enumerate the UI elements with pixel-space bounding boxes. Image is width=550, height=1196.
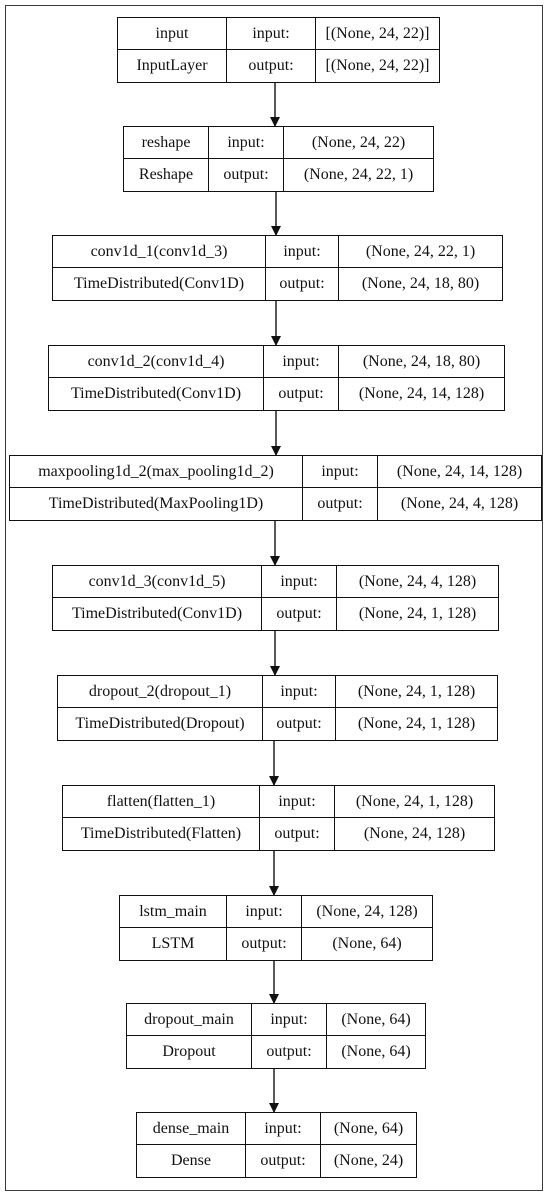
layer-name: dropout_2(dropout_1)	[58, 676, 263, 708]
output-label: output:	[252, 1036, 327, 1068]
layer-name: conv1d_2(conv1d_4)	[49, 346, 264, 378]
input-shape: (None, 24, 1, 128)	[335, 786, 494, 818]
layer-node: conv1d_1(conv1d_3)input:(None, 24, 22, 1…	[52, 235, 503, 301]
output-shape: (None, 24, 1, 128)	[358, 605, 477, 622]
input-shape: (None, 24, 22, 1)	[339, 236, 502, 268]
layer-type: TimeDistributed(MaxPooling1D)	[10, 488, 303, 520]
input-label: input:	[260, 786, 335, 818]
layer-type: InputLayer	[118, 50, 227, 82]
output-shape: (None, 24, 128)	[363, 825, 466, 842]
output-label: output:	[246, 1145, 321, 1177]
layer-node: conv1d_3(conv1d_5)input:(None, 24, 4, 12…	[52, 565, 499, 631]
diagram-frame	[5, 5, 543, 1191]
input-label: input:	[266, 236, 339, 268]
output-label: output:	[260, 818, 335, 850]
layer-type: Dropout	[127, 1036, 252, 1068]
input-shape: (None, 24, 128)	[302, 896, 432, 928]
input-label: input:	[252, 1004, 327, 1036]
output-label: output:	[264, 378, 339, 410]
output-shape: (None, 24, 14, 128)	[358, 385, 485, 402]
layer-type: Reshape	[124, 159, 209, 191]
output-shape: (None, 64)	[341, 1043, 411, 1060]
output-label: output:	[263, 708, 336, 740]
output-shape: [(None, 24, 22)]	[325, 57, 430, 74]
layer-type: TimeDistributed(Conv1D)	[53, 598, 262, 630]
input-shape: (None, 64)	[327, 1004, 425, 1036]
layer-name: conv1d_3(conv1d_5)	[53, 566, 262, 598]
input-shape: (None, 24, 1, 128)	[336, 676, 497, 708]
layer-node: maxpooling1d_2(max_pooling1d_2)input:(No…	[9, 455, 542, 521]
input-label: input:	[227, 18, 316, 50]
input-shape: (None, 24, 14, 128)	[378, 456, 541, 488]
input-label: input:	[263, 676, 336, 708]
layer-name: dense_main	[137, 1113, 246, 1145]
input-shape: (None, 64)	[321, 1113, 416, 1145]
output-shape: (None, 24, 4, 128)	[400, 495, 519, 512]
layer-node: dropout_2(dropout_1)input:(None, 24, 1, …	[57, 675, 498, 741]
layer-type: TimeDistributed(Conv1D)	[53, 268, 266, 300]
layer-type: TimeDistributed(Dropout)	[58, 708, 263, 740]
input-shape: (None, 24, 22)	[284, 127, 433, 159]
layer-type: LSTM	[120, 928, 227, 960]
input-label: input:	[264, 346, 339, 378]
layer-name: lstm_main	[120, 896, 227, 928]
output-shape: (None, 24, 1, 128)	[357, 715, 476, 732]
input-label: input:	[227, 896, 302, 928]
layer-name: maxpooling1d_2(max_pooling1d_2)	[10, 456, 303, 488]
layer-name: reshape	[124, 127, 209, 159]
input-label: input:	[262, 566, 337, 598]
layer-type: TimeDistributed(Conv1D)	[49, 378, 264, 410]
input-shape: [(None, 24, 22)]	[316, 18, 439, 50]
output-shape: (None, 24, 18, 80)	[361, 275, 480, 292]
layer-name: input	[118, 18, 227, 50]
output-shape: (None, 24, 22, 1)	[303, 166, 414, 183]
layer-name: dropout_main	[127, 1004, 252, 1036]
input-label: input:	[209, 127, 284, 159]
output-label: output:	[262, 598, 337, 630]
layer-name: flatten(flatten_1)	[63, 786, 260, 818]
layer-type: Dense	[137, 1145, 246, 1177]
output-label: output:	[227, 928, 302, 960]
output-label: output:	[227, 50, 316, 82]
layer-node: flatten(flatten_1)input:(None, 24, 1, 12…	[62, 785, 495, 851]
input-shape: (None, 24, 18, 80)	[339, 346, 504, 378]
input-label: input:	[303, 456, 378, 488]
output-label: output:	[209, 159, 284, 191]
output-shape: (None, 64)	[332, 935, 402, 952]
layer-node: conv1d_2(conv1d_4)input:(None, 24, 18, 8…	[48, 345, 505, 411]
output-label: output:	[303, 488, 378, 520]
output-shape: (None, 24)	[333, 1152, 404, 1169]
input-shape: (None, 24, 4, 128)	[337, 566, 498, 598]
input-label: input:	[246, 1113, 321, 1145]
layer-type: TimeDistributed(Flatten)	[63, 818, 260, 850]
layer-name: conv1d_1(conv1d_3)	[53, 236, 266, 268]
output-label: output:	[266, 268, 339, 300]
